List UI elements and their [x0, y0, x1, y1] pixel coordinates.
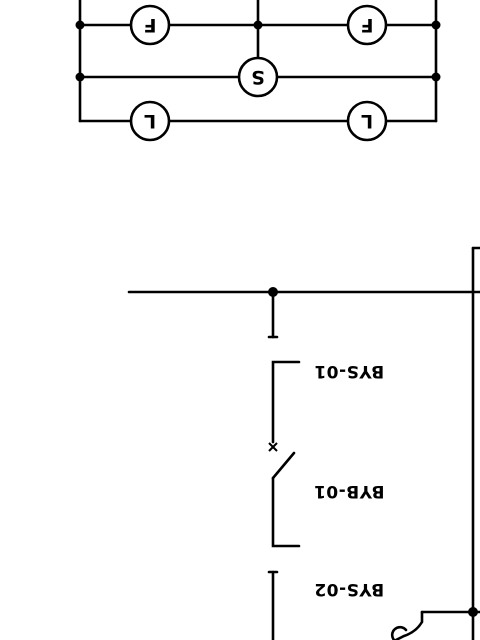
- breaker-blade: [271, 451, 296, 480]
- junction-dot: [431, 72, 441, 82]
- junction-dot: [75, 20, 85, 30]
- coil-label: L: [361, 110, 373, 132]
- coil-top-left: F: [129, 4, 171, 46]
- breaker-contact: [271, 476, 301, 548]
- coil-label: F: [361, 14, 374, 36]
- tag-label-selector-2: BYS-02: [314, 579, 384, 599]
- panel-schematic: F F S L L: [75, 0, 441, 142]
- contact-cross-mark: [268, 442, 278, 452]
- coil-bottom-right: L: [346, 100, 388, 142]
- junction-dot: [75, 72, 85, 82]
- tag-label-breaker-1: BYB-01: [313, 481, 384, 501]
- junction-dot: [468, 607, 478, 617]
- coil-top-right: F: [346, 4, 388, 46]
- lower-right-curve: [394, 610, 424, 640]
- coil-label: F: [144, 14, 157, 36]
- coil-label: L: [144, 110, 156, 132]
- lower-right-arc: [390, 625, 408, 640]
- coil-label: S: [251, 66, 265, 88]
- tag-label-selector-1: BYS-01: [314, 361, 384, 381]
- coil-middle: S: [237, 56, 279, 98]
- control-circuit: BYS-01 BYB-01 BYS-02: [127, 246, 480, 640]
- junction-dot: [431, 20, 441, 30]
- junction-dot: [253, 20, 263, 30]
- coil-bottom-left: L: [129, 100, 171, 142]
- selector-contact-1: [271, 360, 301, 444]
